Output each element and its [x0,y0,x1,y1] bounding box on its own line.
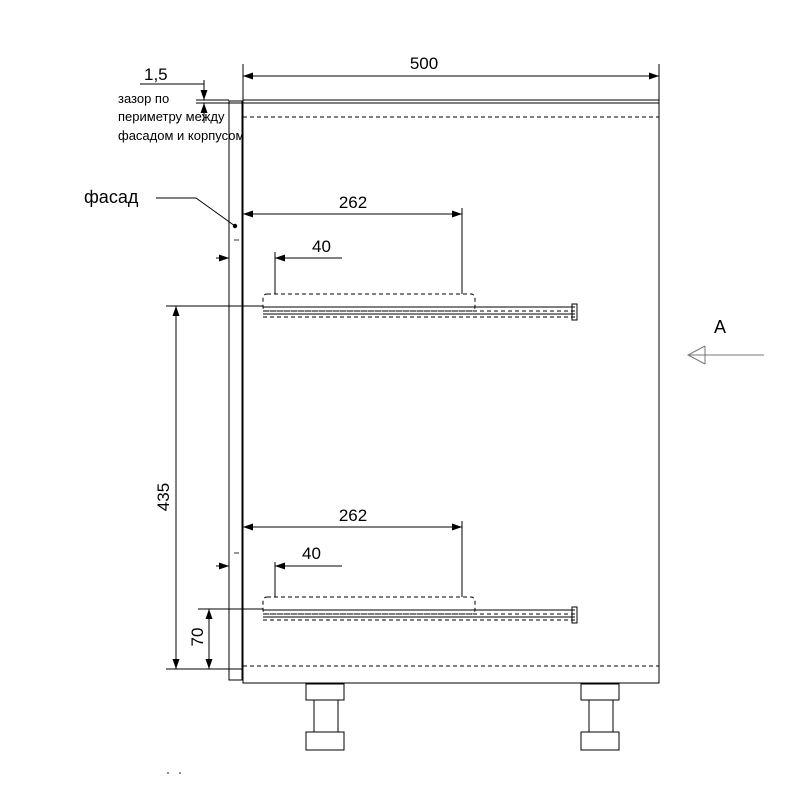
dimension-rail-length-bottom: 262 [243,506,463,597]
view-label: А [714,317,726,337]
facade-label: фасад [84,187,139,207]
gap-note-line1: зазор по [118,91,169,106]
dimension-rail-length-top: 262 [243,193,463,294]
dimension-depth: 500 [242,54,660,100]
dimension-rail-offset-top: 40 [216,237,342,294]
vertical-spacing-value: 435 [154,483,173,511]
dimension-bottom-offset: 70 [188,608,263,669]
rail-length-bottom-value: 262 [339,506,367,525]
dimension-gap: 1,5 зазор по периметру между фасадом и к… [118,65,244,143]
dimension-gap-value: 1,5 [144,65,168,84]
cabinet-leg-left [305,683,345,751]
facade-callout: фасад [84,187,238,229]
drawer-rail-top [262,293,578,321]
cabinet-leg-right [580,683,620,751]
rail-offset-bottom-value: 40 [302,544,321,563]
gap-note-line3: фасадом и корпусом [118,128,244,143]
view-arrow: А [686,317,764,365]
bottom-offset-value: 70 [188,628,207,647]
scan-marks [167,772,181,774]
gap-note-line2: периметру между [118,109,225,124]
cabinet-body [242,99,660,684]
drawer-rail-bottom [262,596,578,624]
rail-length-top-value: 262 [339,193,367,212]
dimension-vertical-spacing: 435 [154,305,263,670]
facade-panel [228,100,243,681]
dimension-rail-offset-bottom: 40 [216,544,342,597]
rail-offset-top-value: 40 [312,237,331,256]
dimension-depth-value: 500 [410,54,438,73]
